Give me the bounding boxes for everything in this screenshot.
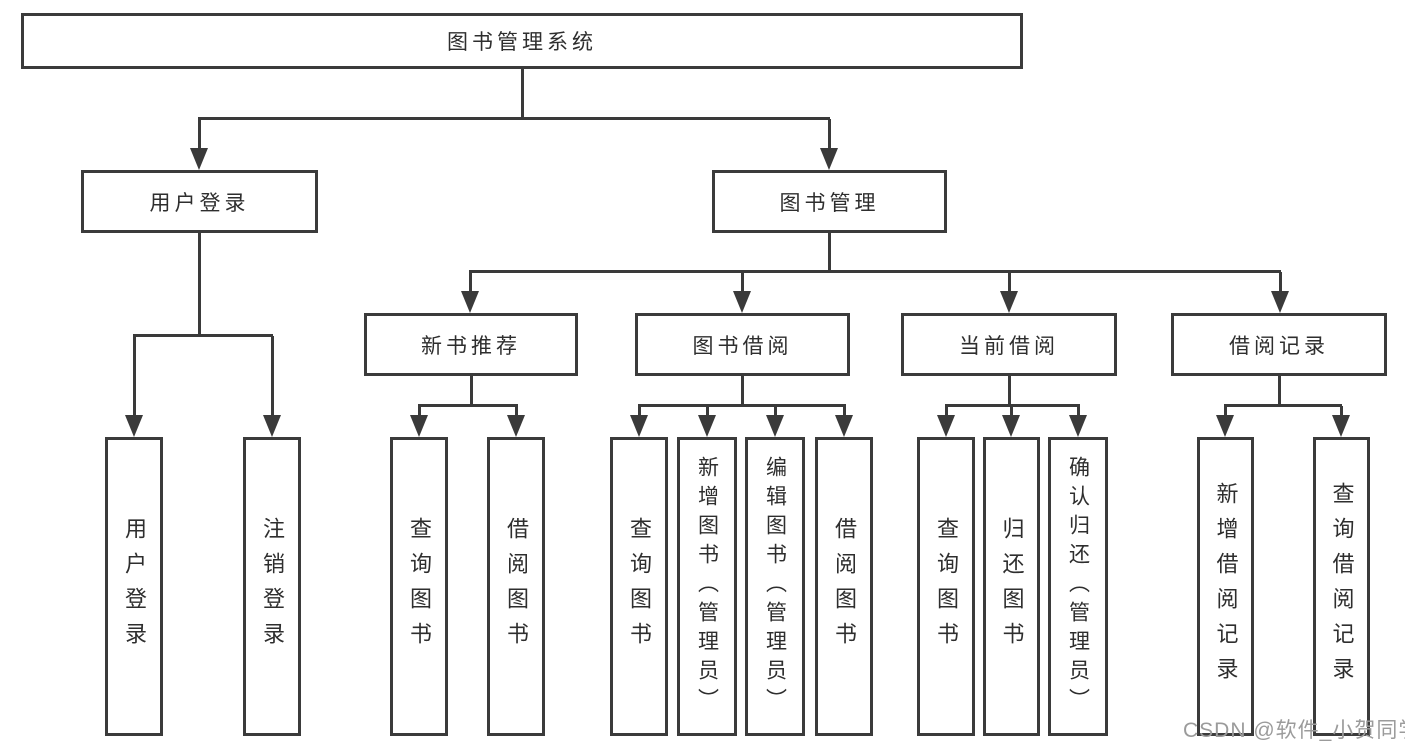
node-label: 当前借阅 [959, 334, 1059, 358]
connector-line [198, 119, 201, 150]
connector-line [1278, 376, 1281, 406]
connector-line [828, 233, 831, 272]
node-label: 用户登录 [149, 191, 250, 215]
node-label: 图书管理 [779, 191, 880, 215]
node-label: 查询借阅记录 [1329, 481, 1355, 692]
connector-line [418, 404, 518, 407]
arrowhead-down-icon [835, 415, 853, 437]
csdn-watermark: CSDN @软件_小贺同学 [1183, 719, 1405, 742]
arrowhead-down-icon [1002, 415, 1020, 437]
node-borrow-record: 借阅记录 [1171, 313, 1387, 376]
arrowhead-down-icon [766, 415, 784, 437]
connector-line [1224, 406, 1227, 417]
node-bb-borrow-book: 借阅图书 [815, 437, 873, 736]
node-rec-query-book: 查询图书 [390, 437, 448, 736]
node-label: 查询图书 [407, 516, 432, 657]
node-label: 确认归还（管理员） [1066, 456, 1090, 717]
node-login-user: 用户登录 [105, 437, 163, 736]
connector-line [828, 119, 831, 150]
connector-line [198, 117, 830, 120]
node-bb-query-book: 查询图书 [610, 437, 668, 736]
node-book-borrow: 图书借阅 [635, 313, 850, 376]
node-br-add-record: 新增借阅记录 [1197, 437, 1254, 736]
arrowhead-down-icon [733, 291, 751, 313]
node-cb-confirm-return-admin: 确认归还（管理员） [1048, 437, 1108, 736]
arrowhead-down-icon [1069, 415, 1087, 437]
node-cb-return-book: 归还图书 [983, 437, 1040, 736]
node-new-book-recommend: 新书推荐 [364, 313, 578, 376]
node-current-borrow: 当前借阅 [901, 313, 1117, 376]
connector-line [741, 376, 744, 406]
connector-line [469, 270, 1281, 273]
connector-line [706, 406, 709, 417]
arrowhead-down-icon [125, 415, 143, 437]
connector-line [418, 406, 421, 417]
connector-line [469, 272, 472, 293]
node-br-query-record: 查询借阅记录 [1313, 437, 1370, 736]
arrowhead-down-icon [461, 291, 479, 313]
arrowhead-down-icon [190, 148, 208, 170]
node-label: 新增借阅记录 [1213, 481, 1239, 692]
node-root: 图书管理系统 [21, 13, 1023, 69]
node-label: 归还图书 [999, 516, 1025, 657]
node-label: 注销登录 [260, 516, 285, 657]
node-user-login: 用户登录 [81, 170, 318, 233]
node-label: 查询图书 [934, 516, 959, 657]
connector-line [1010, 406, 1013, 417]
node-cb-query-book: 查询图书 [917, 437, 975, 736]
connector-line [133, 336, 136, 416]
connector-line [1340, 406, 1343, 417]
arrowhead-down-icon [507, 415, 525, 437]
connector-line [1077, 406, 1080, 417]
node-label: 借阅图书 [504, 516, 529, 657]
connector-line [198, 233, 201, 337]
connector-line [638, 404, 846, 407]
node-label: 新书推荐 [421, 334, 521, 358]
arrowhead-down-icon [820, 148, 838, 170]
connector-line [1008, 376, 1011, 406]
node-bb-add-book-admin: 新增图书（管理员） [677, 437, 737, 736]
arrowhead-down-icon [630, 415, 648, 437]
connector-line [1279, 272, 1282, 293]
arrowhead-down-icon [698, 415, 716, 437]
arrowhead-down-icon [263, 415, 281, 437]
connector-line [133, 334, 273, 337]
node-book-management: 图书管理 [712, 170, 947, 233]
node-rec-borrow-book: 借阅图书 [487, 437, 545, 736]
connector-line [945, 404, 1080, 407]
connector-line [515, 406, 518, 417]
connector-line [1224, 404, 1342, 407]
node-label: 图书管理系统 [447, 31, 597, 54]
connector-line [521, 69, 524, 119]
node-logout-user: 注销登录 [243, 437, 301, 736]
connector-line [945, 406, 948, 417]
arrowhead-down-icon [1000, 291, 1018, 313]
connector-line [1008, 272, 1011, 293]
node-label: 新增图书（管理员） [695, 456, 719, 717]
arrowhead-down-icon [410, 415, 428, 437]
connector-line [271, 336, 274, 416]
node-label: 图书借阅 [692, 334, 793, 358]
connector-line [774, 406, 777, 417]
node-label: 编辑图书（管理员） [763, 456, 787, 717]
connector-line [843, 406, 846, 417]
connector-line [741, 272, 744, 293]
node-label: 借阅图书 [832, 516, 857, 657]
node-label: 查询图书 [627, 516, 652, 657]
arrowhead-down-icon [1332, 415, 1350, 437]
connector-line [470, 376, 473, 406]
arrowhead-down-icon [1216, 415, 1234, 437]
connector-line [638, 406, 641, 417]
arrowhead-down-icon [1271, 291, 1289, 313]
node-bb-edit-book-admin: 编辑图书（管理员） [745, 437, 805, 736]
arrowhead-down-icon [937, 415, 955, 437]
node-label: 借阅记录 [1229, 334, 1329, 358]
node-label: 用户登录 [122, 516, 147, 657]
